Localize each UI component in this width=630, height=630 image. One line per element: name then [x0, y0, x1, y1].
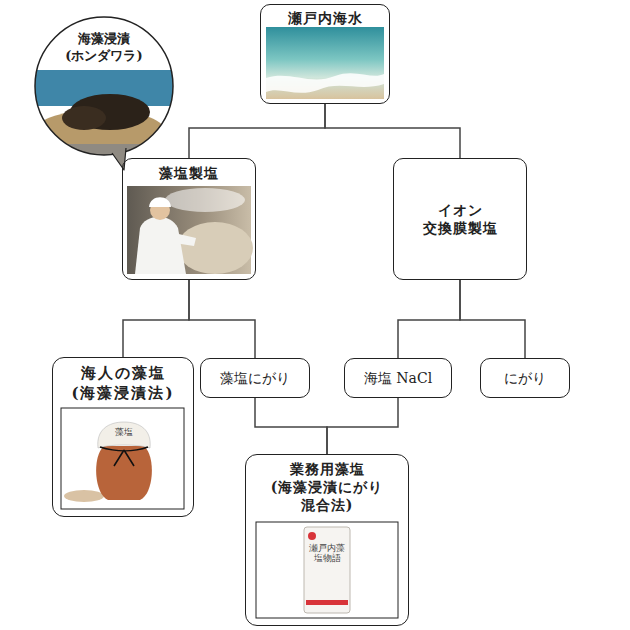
wave-foam	[266, 73, 384, 93]
worker-arm	[168, 232, 196, 246]
jar-photo	[61, 408, 184, 509]
node-label: 瀬戸内海水	[288, 9, 363, 27]
worker-cap	[149, 197, 171, 207]
seaweed-bubble-photo	[30, 14, 180, 164]
node-label: 業務用藻塩 (海藻浸漬にがり 混合法)	[253, 460, 401, 515]
process-box: イオン 交換膜製塩	[393, 158, 527, 280]
bag-band	[306, 600, 348, 605]
node-label: 海塩 NaCl	[364, 369, 432, 387]
connector-line	[189, 104, 325, 158]
node-label: 海人の藻塩 (海藻浸漬法)	[60, 364, 186, 403]
inner-frame	[61, 408, 184, 509]
salt-cloth	[177, 222, 253, 274]
connector-line	[325, 104, 460, 158]
worker-body	[135, 217, 186, 274]
salt-pile	[64, 490, 104, 502]
inner-frame	[256, 522, 398, 618]
node-label: 藻塩にがり	[220, 369, 290, 387]
connector-line	[327, 398, 398, 454]
seaweed	[62, 106, 106, 130]
bag	[304, 527, 350, 613]
bubble-tail	[112, 148, 126, 170]
connector-line	[255, 398, 327, 454]
process-box: 藻塩製塩	[122, 158, 256, 280]
node-label: 藻塩製塩	[159, 164, 219, 182]
connector-line	[460, 280, 525, 358]
node-label: イオン 交換膜製塩	[405, 201, 515, 237]
sea-water	[266, 27, 384, 99]
sea-photo	[266, 27, 384, 99]
connector-line	[123, 280, 189, 357]
connector-line	[398, 280, 460, 358]
bag-label: 瀬戸内藻塩物語	[307, 543, 347, 564]
bubble-sky	[30, 14, 180, 164]
output-box: にがり	[480, 358, 570, 398]
bubble-outline	[35, 17, 173, 155]
bag-photo	[256, 522, 398, 618]
worker-photo	[127, 186, 253, 274]
node-label: 海藻浸漬 (ホンダワラ)	[54, 31, 154, 65]
jar-label: 藻塩	[106, 427, 142, 437]
output-box: 海塩 NaCl	[344, 358, 452, 398]
jar-rope	[100, 447, 148, 466]
jar-body	[96, 446, 152, 500]
node-label: にがり	[504, 369, 546, 387]
steam	[165, 188, 245, 212]
source-box: 瀬戸内海水	[260, 4, 390, 104]
bubble-ground	[30, 144, 180, 164]
product-box: 業務用藻塩 (海藻浸漬にがり 混合法)	[245, 454, 409, 626]
jar-cloth	[98, 422, 150, 448]
callout-bubble: 海藻浸漬 (ホンダワラ)	[35, 17, 173, 155]
bag-mark	[308, 532, 316, 540]
connector-line	[189, 280, 255, 358]
output-box: 藻塩にがり	[200, 358, 310, 398]
